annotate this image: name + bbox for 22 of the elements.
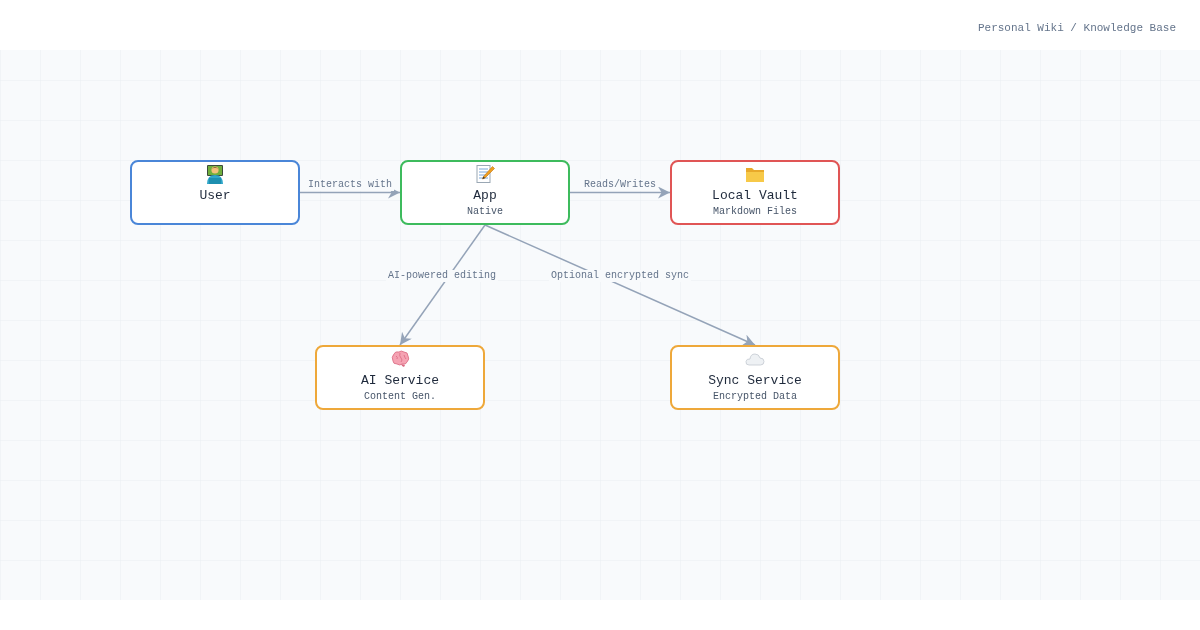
arrow	[484, 224, 756, 346]
arrow	[569, 186, 671, 199]
rounded-box	[670, 345, 840, 410]
edge-label: Optional encrypted sync	[549, 270, 691, 282]
rounded-box	[315, 345, 485, 410]
rounded-box	[400, 160, 570, 225]
rounded-box	[670, 160, 840, 225]
edge-label: AI-powered editing	[386, 270, 498, 282]
node-subtitle: Markdown Files	[713, 205, 797, 219]
node-subtitle: Encrypted Data	[713, 390, 797, 404]
node-title: Local Vault	[712, 187, 798, 205]
rounded-box	[130, 160, 300, 225]
edge-label: Interacts with	[306, 179, 394, 191]
node-title: App	[473, 187, 497, 205]
edge-label: Reads/Writes	[582, 179, 658, 191]
subtitle-text: Personal Wiki / Knowledge Base	[977, 21, 1176, 36]
node-subtitle: Native	[467, 205, 503, 219]
node-subtitle: Content Gen.	[364, 390, 436, 404]
node-title: AI Service	[361, 372, 439, 390]
node-title: User	[199, 187, 231, 205]
arrow	[399, 224, 486, 346]
node-title: Sync Service	[708, 372, 802, 390]
